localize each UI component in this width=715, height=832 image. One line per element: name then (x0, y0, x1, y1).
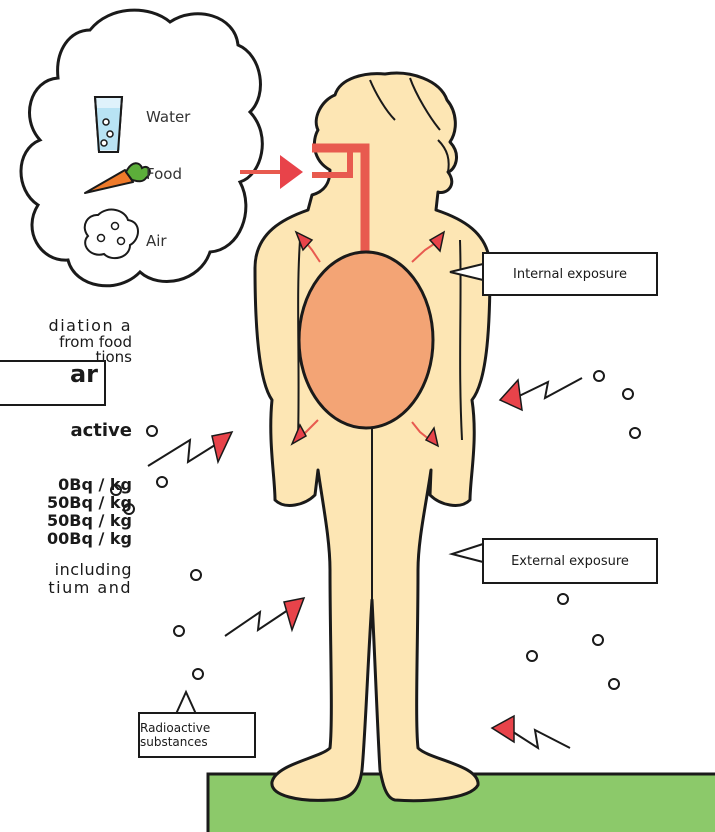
external-exposure-callout: External exposure (482, 538, 658, 584)
water-glass-icon (95, 97, 122, 152)
external-callout-tail (452, 544, 483, 562)
panel-heading: ar (70, 360, 98, 388)
limit-row-3: 50Bq ∕ kg (47, 511, 132, 530)
food-label: Food (146, 165, 182, 183)
air-label: Air (146, 232, 167, 250)
radioactive-substances-callout: Radioactive substances (138, 712, 256, 758)
panel-subheading: active (70, 420, 132, 441)
note-line-1: including (55, 560, 132, 579)
note-line-2: tium and (48, 578, 132, 597)
limit-row-2: 50Bq ∕ kg (47, 493, 132, 512)
water-label: Water (146, 108, 190, 126)
limit-row-1: 0Bq ∕ kg (58, 475, 132, 494)
panel-heading-box: ar (0, 360, 106, 406)
radioactive-callout-tail (176, 692, 196, 714)
limit-row-4: 00Bq ∕ kg (47, 529, 132, 548)
intake-cloud (21, 10, 262, 286)
internal-exposure-callout: Internal exposure (482, 252, 658, 296)
left-text-panel: diation a from food tions ar active 0Bq … (0, 300, 240, 650)
internal-organ (299, 252, 433, 428)
